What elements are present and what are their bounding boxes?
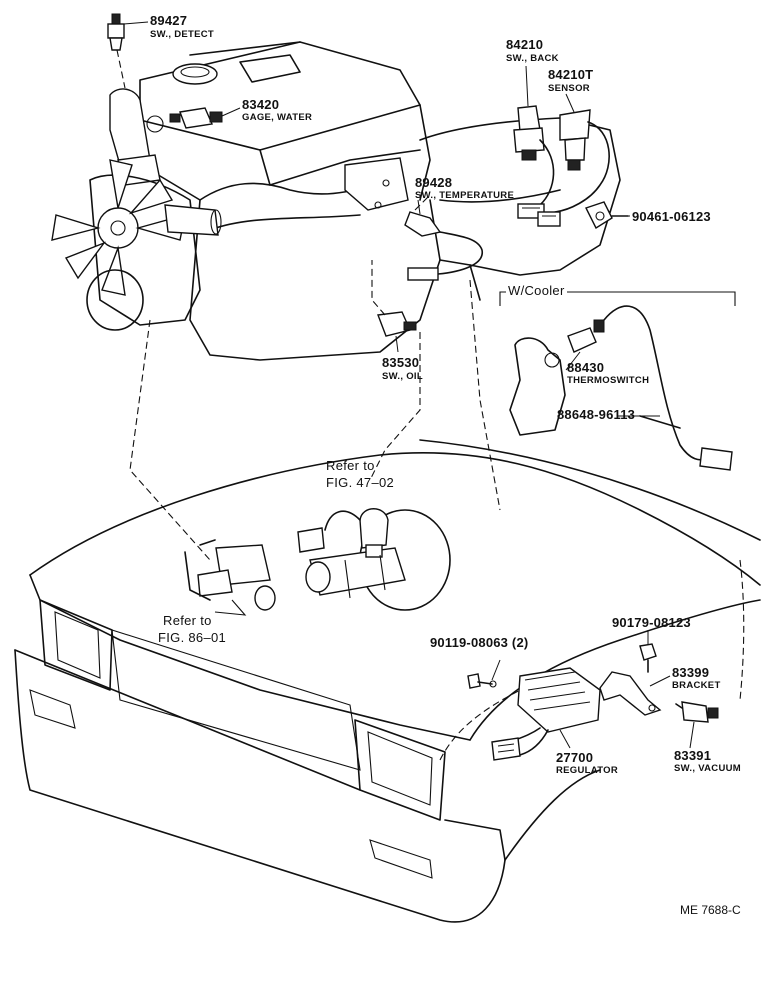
part-number: 84210 (506, 37, 544, 52)
part-number: 88648-96113 (557, 407, 636, 422)
part-number: 90461-06123 (632, 209, 711, 224)
ref-line-1: Refer to (326, 458, 375, 473)
ref-line-2: FIG. 86–01 (158, 630, 227, 645)
bay-components (184, 508, 451, 616)
part-number: 88430 (567, 360, 605, 375)
part-number: 89427 (150, 13, 188, 28)
engine-sensors (107, 13, 629, 337)
part-name: SW., TEMPERATURE (415, 190, 515, 201)
cooler-label: W/Cooler (506, 283, 567, 298)
part-number: 83530 (382, 355, 420, 370)
cooler-section (499, 291, 736, 471)
part-number: 83420 (242, 97, 280, 112)
part-name: GAGE, WATER (242, 112, 313, 123)
ref-line-2: FIG. 47–02 (326, 475, 395, 490)
part-name: SENSOR (548, 83, 590, 94)
part-name: SW., OIL (382, 371, 423, 382)
part-name: SW., BACK (506, 53, 559, 64)
leader-lines (129, 279, 501, 561)
fan-icon (51, 159, 186, 296)
part-name: BRACKET (672, 680, 721, 691)
part-name: SW., DETECT (150, 29, 214, 40)
car-illustration (14, 439, 761, 923)
part-number: 84210T (548, 67, 594, 82)
part-number: 90179-08123 (612, 615, 691, 630)
part-number: 27700 (556, 750, 594, 765)
part-number: 89428 (415, 175, 453, 190)
regulator-assembly (467, 643, 719, 761)
part-number: 90119-08063 (2) (430, 635, 529, 650)
part-name: REGULATOR (556, 765, 618, 776)
part-number: 83399 (672, 665, 710, 680)
ref-line-1: Refer to (163, 613, 212, 628)
part-name: SW., VACUUM (674, 763, 741, 774)
part-name: THERMOSWITCH (567, 375, 650, 386)
part-number: 83391 (674, 748, 712, 763)
diagram-code: ME 7688-C (680, 903, 741, 917)
engine-illustration (51, 41, 621, 361)
